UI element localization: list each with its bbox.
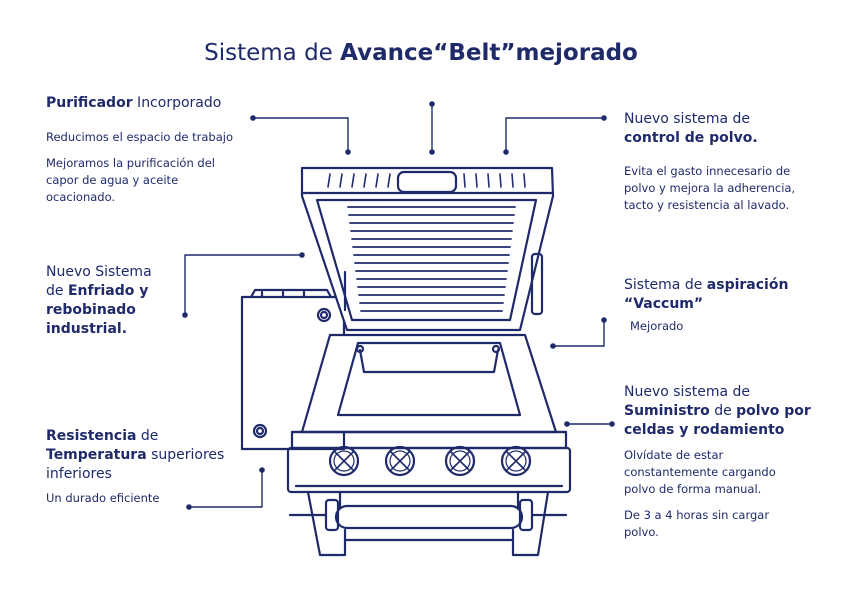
lid-handle [396, 170, 458, 194]
enfriado-line-1: Nuevo Sistema [46, 264, 152, 280]
aspiracion-heading: Sistema de aspiración “Vaccum” [624, 276, 788, 314]
leader-purificador [252, 117, 349, 153]
purificador-text-2-line-1: Mejoramos la purificación del [46, 156, 215, 170]
suministro-line-2-bold-1: Suministro [624, 403, 710, 419]
control-text-line-3: tacto y resistencia al lavado. [624, 198, 790, 212]
suministro-line-1: Nuevo sistema de [624, 384, 751, 400]
suministro-line-2-bold-2: polvo por [736, 403, 811, 419]
control-text-line-2: polvo y mejora la adherencia, [624, 181, 796, 195]
leader-resistencia [188, 469, 263, 508]
lid-belt [347, 206, 516, 312]
lid-side-bracket [530, 252, 544, 316]
enfriado-line-2-pre: de [46, 283, 68, 299]
suministro-heading: Nuevo sistema de Suministro de polvo por… [624, 383, 811, 440]
suministro-line-3: celdas y rodamiento [624, 422, 785, 438]
suministro-text-1-line-3: polvo de forma manual. [624, 482, 762, 496]
suministro-line-2-mid: de [709, 403, 737, 419]
purificador-text-2: Mejoramos la purificación del capor de a… [46, 155, 215, 206]
resistencia-line-1-rest: de [136, 428, 159, 444]
resistencia-line-3: inferiores [46, 466, 112, 482]
suministro-text-2: De 3 a 4 horas sin cargar polvo. [624, 507, 769, 541]
resistencia-line-2-rest: superiores [146, 447, 225, 463]
control-line-2: control de polvo. [624, 130, 758, 146]
enfriado-line-2: de Enfriado y [46, 282, 152, 301]
aspiracion-text: Mejorado [630, 319, 684, 333]
suministro-text-1-line-2: constantemente cargando [624, 465, 776, 479]
enfriado-heading: Nuevo Sistema de Enfriado y rebobinado i… [46, 263, 152, 339]
enfriado-line-2-bold: Enfriado y [67, 283, 149, 299]
enfriado-line-4: industrial. [46, 321, 128, 337]
purificador-heading-rest: Incorporado [132, 95, 222, 111]
suministro-text-1: Olvídate de estar constantemente cargand… [624, 447, 776, 498]
title-bold: Avance“Belt”mejorado [340, 40, 638, 66]
machine-base [290, 333, 568, 434]
suministro-text-2-line-2: polvo. [624, 525, 659, 539]
fan-4 [500, 445, 532, 477]
fan-2 [384, 445, 416, 477]
suministro-text-2-line-1: De 3 a 4 horas sin cargar [624, 508, 770, 522]
leader-control [505, 117, 605, 153]
control-text: Evita el gasto innecesario de polvo y me… [624, 163, 795, 214]
fan-3 [444, 445, 476, 477]
page-title: Sistema de Avance“Belt”mejorado [0, 40, 842, 66]
resistencia-line-1-bold: Resistencia [46, 428, 137, 444]
resistencia-text: Un durado eficiente [46, 491, 160, 505]
purificador-text-2-line-2: capor de agua y aceite [46, 173, 179, 187]
roller-assembly [288, 490, 568, 557]
aspiracion-line-1-pre: Sistema de [624, 277, 707, 293]
control-panel [286, 430, 572, 494]
resistencia-heading: Resistencia de Temperatura superiores in… [46, 427, 224, 484]
purificador-text-2-line-3: ocacionado. [46, 190, 116, 204]
control-text-line-1: Evita el gasto innecesario de [624, 164, 791, 178]
fan-1 [328, 445, 360, 477]
purificador-text-1: Reducimos el espacio de trabajo [46, 130, 233, 144]
control-line-1: Nuevo sistema de [624, 111, 751, 127]
control-heading: Nuevo sistema de control de polvo. [624, 110, 758, 148]
enfriado-line-3: rebobinado [46, 302, 136, 318]
title-regular: Sistema de [204, 40, 341, 66]
aspiracion-line-1-bold: aspiración [706, 277, 789, 293]
aspiracion-line-2: “Vaccum” [624, 296, 704, 312]
roller [334, 504, 524, 530]
leader-enfriado [184, 254, 303, 316]
leader-aspiracion [552, 319, 605, 347]
purificador-heading: Purificador Incorporado [46, 94, 221, 113]
resistencia-line-2-bold: Temperatura [46, 447, 147, 463]
machine-lid [300, 166, 555, 332]
lid-vents [327, 173, 526, 188]
callout-leaders [184, 103, 613, 508]
suministro-text-1-line-1: Olvídate de estar [624, 448, 724, 462]
callout-dots [182, 101, 615, 510]
purificador-heading-bold: Purificador [46, 95, 133, 111]
